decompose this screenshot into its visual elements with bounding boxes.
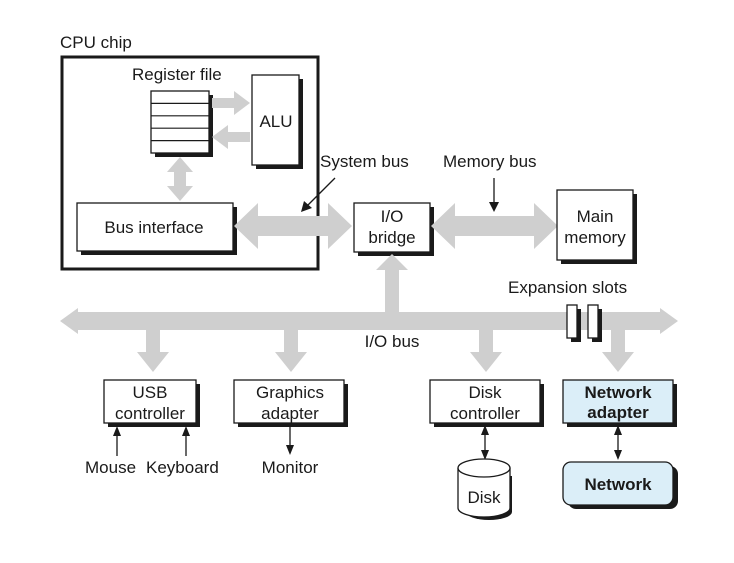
disk-arrow-head-down — [481, 450, 489, 460]
expansion-slots-label: Expansion slots — [508, 278, 627, 297]
main-memory-label-line1: Main — [577, 207, 614, 226]
memory-bus-label: Memory bus — [443, 152, 537, 171]
io-bridge-label-line1: I/O — [381, 207, 404, 226]
disk-controller-label-line2: controller — [450, 404, 520, 423]
system-bus-label: System bus — [320, 152, 409, 171]
io-bus-to-graphics-arrow — [275, 330, 307, 372]
alu-box — [251, 74, 303, 169]
keyboard-arrow-head — [182, 426, 190, 436]
network-label: Network — [584, 475, 652, 494]
io-bus — [60, 308, 678, 334]
usb-controller-box — [103, 379, 200, 427]
mouse-label: Mouse — [85, 458, 136, 477]
bus-interface-label: Bus interface — [104, 218, 203, 237]
io-bus-label: I/O bus — [365, 332, 420, 351]
mouse-arrow-head — [113, 426, 121, 436]
expansion-slot-1 — [566, 304, 581, 342]
regfile-to-alu-arrow — [212, 91, 250, 115]
disk-controller-label-line1: Disk — [468, 383, 502, 402]
alu-label: ALU — [259, 112, 292, 131]
graphics-adapter-label-line1: Graphics — [256, 383, 324, 402]
usb-controller-label-line1: USB — [133, 383, 168, 402]
io-bus-to-network-arrow — [602, 330, 634, 372]
network-adapter-label-line1: Network — [584, 383, 652, 402]
system-bus — [234, 203, 352, 249]
disk-arrow-head-up — [481, 425, 489, 435]
expansion-slot-2 — [587, 304, 602, 342]
main-memory-label-line2: memory — [564, 228, 626, 247]
main-memory-box — [556, 189, 637, 264]
network-adapter-box — [562, 379, 677, 427]
io-bridge-box — [353, 202, 434, 256]
graphics-adapter-box — [233, 379, 348, 427]
system-bus-pointer — [301, 201, 312, 212]
register-file — [150, 90, 213, 157]
bus-interface-box — [76, 202, 237, 255]
network-arrow-head-down — [614, 450, 622, 460]
cpu-chip-label: CPU chip — [60, 33, 132, 52]
alu-to-regfile-arrow — [212, 125, 250, 149]
regfile-bus-interface-arrow — [167, 157, 193, 201]
network-adapter-label-line2: adapter — [587, 403, 649, 422]
monitor-arrow-head — [286, 445, 294, 455]
io-bridge-label-line2: bridge — [368, 228, 415, 247]
io-bus-to-disk-arrow — [470, 330, 502, 372]
network-box — [562, 461, 678, 509]
monitor-label: Monitor — [262, 458, 319, 477]
disk-controller-box — [429, 379, 544, 427]
bridge-io-bus-connector — [376, 254, 408, 312]
memory-bus — [431, 203, 558, 249]
register-file-label: Register file — [132, 65, 222, 84]
usb-controller-label-line2: controller — [115, 404, 185, 423]
disk-label: Disk — [467, 488, 501, 507]
disk-cylinder — [457, 458, 512, 520]
graphics-adapter-label-line2: adapter — [261, 404, 319, 423]
network-arrow-head-up — [614, 425, 622, 435]
io-bus-to-usb-arrow — [137, 330, 169, 372]
memory-bus-pointer — [489, 202, 499, 212]
keyboard-label: Keyboard — [146, 458, 219, 477]
